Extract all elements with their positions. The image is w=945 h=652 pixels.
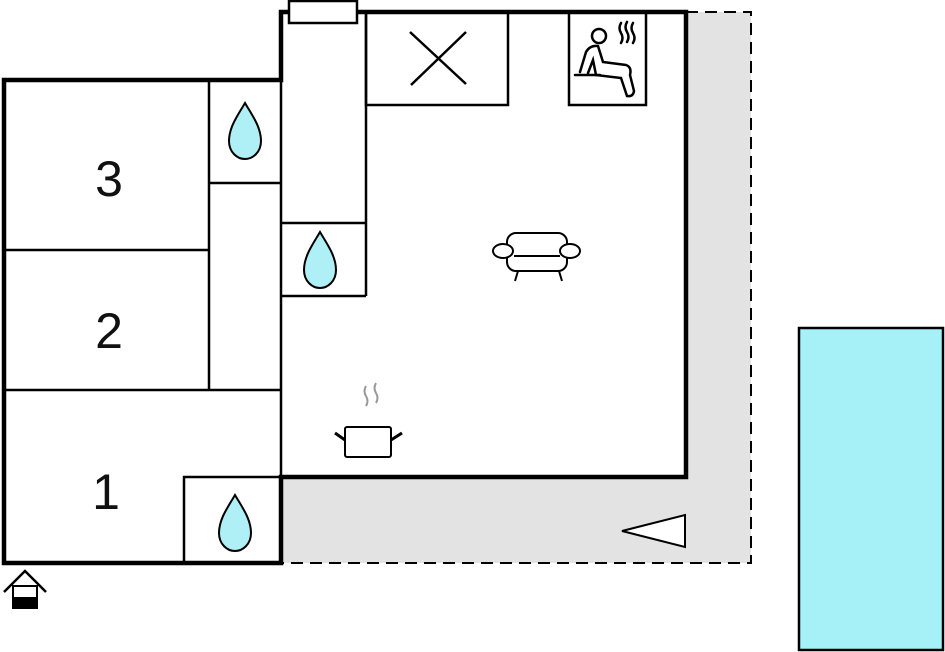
room-label-2: 2 — [95, 303, 123, 359]
terrace — [281, 12, 751, 563]
sofa-icon — [492, 232, 581, 282]
room-label-1: 1 — [92, 464, 120, 520]
sauna-icon — [573, 20, 636, 98]
water-drop-icon — [217, 493, 253, 553]
cooking-pot-icon — [334, 382, 403, 458]
direction-arrow-icon — [621, 513, 686, 549]
window — [287, 0, 359, 25]
house-floor — [4, 12, 686, 563]
pool — [797, 326, 945, 652]
room-label-3: 3 — [95, 151, 123, 207]
entrance-icon — [3, 569, 47, 609]
water-drop-icon — [302, 230, 338, 290]
water-drop-icon — [227, 101, 263, 161]
outer-walls — [1, 9, 689, 566]
void-cross-icon — [409, 31, 467, 86]
